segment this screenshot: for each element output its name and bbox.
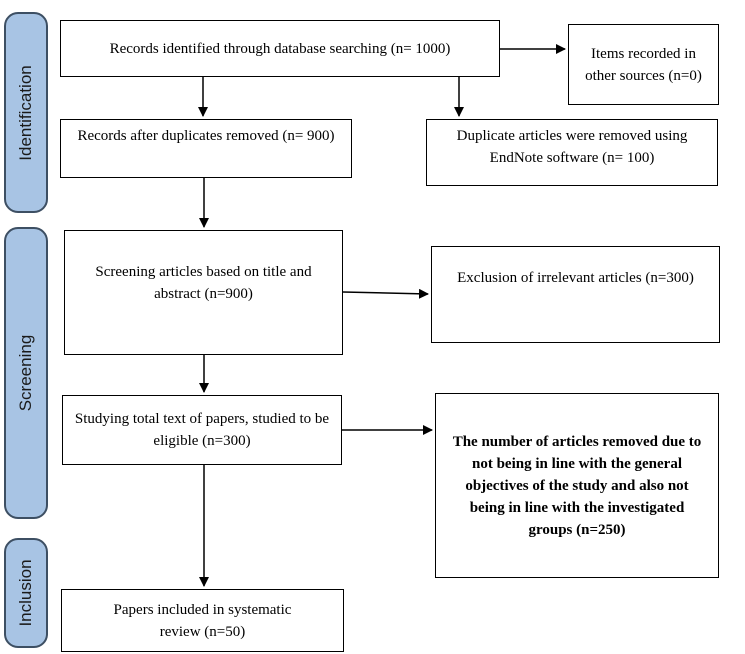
box-other-sources-text: Items recorded in other sources (n=0)	[585, 45, 702, 84]
box-exclusion-irrelevant-text: Exclusion of irrelevant articles (n=300)	[457, 270, 694, 286]
box-after-duplicates: Records after duplicates removed (n= 900…	[60, 119, 352, 178]
box-after-duplicates-text: Records after duplicates removed (n= 900…	[77, 128, 335, 144]
box-records-identified: Records identified through database sear…	[60, 20, 500, 77]
stage-screening: Screening	[4, 227, 48, 519]
box-exclusion-irrelevant: Exclusion of irrelevant articles (n=300)	[431, 246, 720, 343]
box-duplicates-removed: Duplicate articles were removed using En…	[426, 119, 718, 186]
box-removed-not-in-line: The number of articles removed due to no…	[435, 393, 719, 578]
box-full-text: Studying total text of papers, studied t…	[62, 395, 342, 465]
box-full-text-text: Studying total text of papers, studied t…	[74, 411, 330, 449]
stage-inclusion: Inclusion	[4, 538, 48, 648]
box-screening-title-text: Screening articles based on title and ab…	[95, 264, 312, 302]
arrow-screening-to-exclusion	[342, 288, 429, 299]
box-screening-title: Screening articles based on title and ab…	[64, 230, 343, 355]
box-records-identified-text: Records identified through database sear…	[109, 40, 451, 57]
box-other-sources: Items recorded in other sources (n=0)	[568, 24, 719, 105]
box-removed-not-in-line-text: The number of articles removed due to no…	[452, 433, 702, 538]
box-included-text: Papers included in systematic review (n=…	[113, 601, 292, 640]
box-duplicates-removed-text: Duplicate articles were removed using En…	[456, 128, 688, 166]
stage-identification: Identification	[4, 12, 48, 213]
box-included: Papers included in systematic review (n=…	[61, 589, 344, 652]
